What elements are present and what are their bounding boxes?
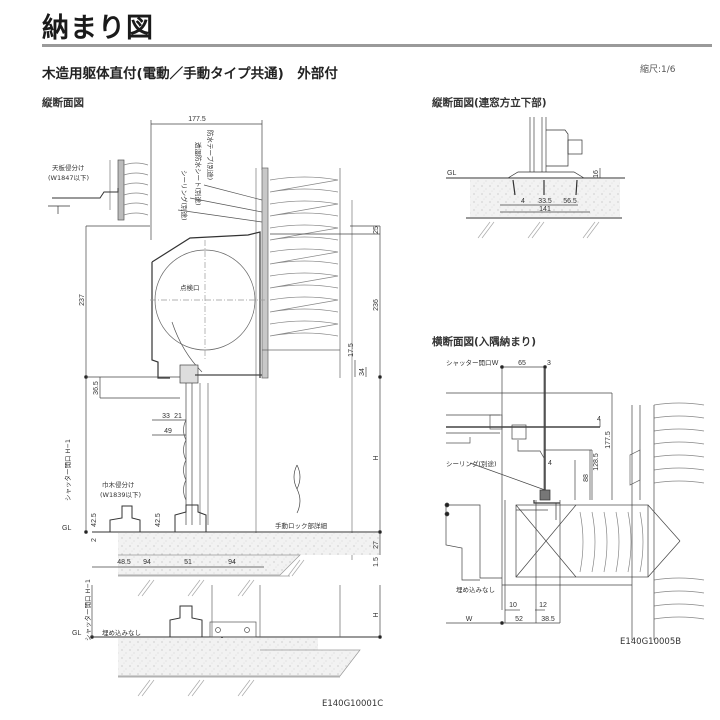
dim-34: 34 — [359, 368, 366, 376]
hdim-12: 12 — [539, 602, 547, 609]
dim-94b: 94 — [228, 559, 236, 566]
scale-label: 縮尺:1/6 — [640, 65, 676, 75]
title-divider — [42, 44, 712, 47]
drawing-code-vertical: E140G10001C — [322, 699, 384, 709]
dim-1-5: 1.5 — [373, 557, 380, 567]
note-ichiki: 巾木侵分け — [102, 480, 135, 489]
tenban-detail — [48, 159, 149, 221]
note-inspection: 点検口 — [180, 283, 200, 292]
note-opening-w: シャッター開口 — [446, 358, 492, 367]
mullion-dim-141: 141 — [539, 206, 551, 213]
dim-21: 21 — [174, 413, 182, 420]
label-w-bottom: W — [466, 616, 473, 623]
page-title: 納まり図 — [42, 13, 154, 44]
page-subtitle: 木造用躯体直付(電動／手動タイプ共通) 外部付 — [42, 66, 338, 82]
dim-17-5: 17.5 — [348, 343, 355, 357]
section-label-mullion: 縦断面図(連窓方立下部) — [432, 97, 547, 109]
hdim-128-5: 128.5 — [593, 453, 600, 471]
mullion-dim-33-5: 33.5 — [538, 198, 552, 205]
hdim-10: 10 — [509, 602, 517, 609]
label-gl: GL — [62, 525, 71, 532]
note-waterproof-tape: 防水テープ(別途) — [206, 130, 215, 180]
dim-48-5: 48.5 — [117, 559, 131, 566]
hdim-177-5: 177.5 — [605, 431, 612, 449]
dim-42-5a: 42.5 — [91, 513, 98, 527]
note-ichiki-w: (W1839以下) — [100, 491, 141, 499]
dim-49: 49 — [164, 428, 172, 435]
dim-36-5: 36.5 — [93, 381, 100, 395]
note-tenban-w: (W1847以下) — [48, 174, 89, 182]
note-manual-lock: 手動ロック部詳細 — [275, 521, 328, 530]
horizontal-section-drawing — [444, 365, 705, 640]
vertical-section-drawing — [48, 120, 382, 697]
label-w-top: W — [492, 360, 499, 367]
note-sealing: シーリング(別途) — [180, 170, 189, 221]
horizontal-section-labels: シャッター開口 W 65 3 4 4 177.5 128.5 88 シーリング(… — [446, 358, 612, 623]
section-label-vertical: 縦断面図 — [42, 97, 84, 109]
note-h-sealing: シーリング(別途) — [446, 459, 497, 468]
mullion-dim-4: 4 — [521, 198, 525, 205]
section-label-horizontal: 横断面図(入隅納まり) — [432, 336, 537, 348]
dim-33: 33 — [162, 413, 170, 420]
dim-2: 2 — [91, 538, 98, 542]
mullion-dim-56-5: 56.5 — [563, 198, 577, 205]
mullion-section-drawing: GL 4 33.5 56.5 141 16 — [446, 117, 625, 239]
dim-42-5b: 42.5 — [155, 513, 162, 527]
dim-94a: 94 — [143, 559, 151, 566]
dim-51: 51 — [184, 559, 192, 566]
label-gl-lower: GL — [72, 630, 81, 637]
note-opening-h: シャッター開口 H−1 — [63, 439, 72, 501]
note-tenban: 天板侵分け — [52, 163, 85, 172]
vertical-section-labels: 177.5 天板侵分け (W1847以下) 防水テープ(別途) 透湿防水シート(… — [48, 116, 380, 641]
label-h-lower: H — [373, 612, 380, 617]
mullion-dim-16: 16 — [593, 170, 600, 178]
dim-25: 25 — [373, 226, 380, 234]
dim-top-width: 177.5 — [188, 116, 206, 123]
mullion-label-gl: GL — [447, 170, 456, 177]
hdim-88: 88 — [583, 474, 590, 482]
label-h: H — [373, 455, 380, 460]
hdim-38-5: 38.5 — [541, 616, 555, 623]
hdim-4b: 4 — [548, 460, 552, 467]
dim-237: 237 — [79, 294, 86, 306]
note-opening-h-lower: シャッター開口 H−1 — [83, 579, 92, 641]
note-no-embed: 埋め込みなし — [102, 628, 141, 637]
note-h-no-embed: 埋め込みなし — [456, 585, 495, 594]
dim-236: 236 — [373, 299, 380, 311]
drawing-code-horizontal: E140G10005B — [620, 637, 682, 647]
hdim-4a: 4 — [597, 416, 601, 423]
dim-27: 27 — [373, 541, 380, 549]
hdim-3: 3 — [547, 360, 551, 367]
hdim-52: 52 — [515, 616, 523, 623]
note-moisture-sheet: 透湿防水シート(別途) — [194, 142, 203, 206]
hdim-65: 65 — [518, 360, 526, 367]
